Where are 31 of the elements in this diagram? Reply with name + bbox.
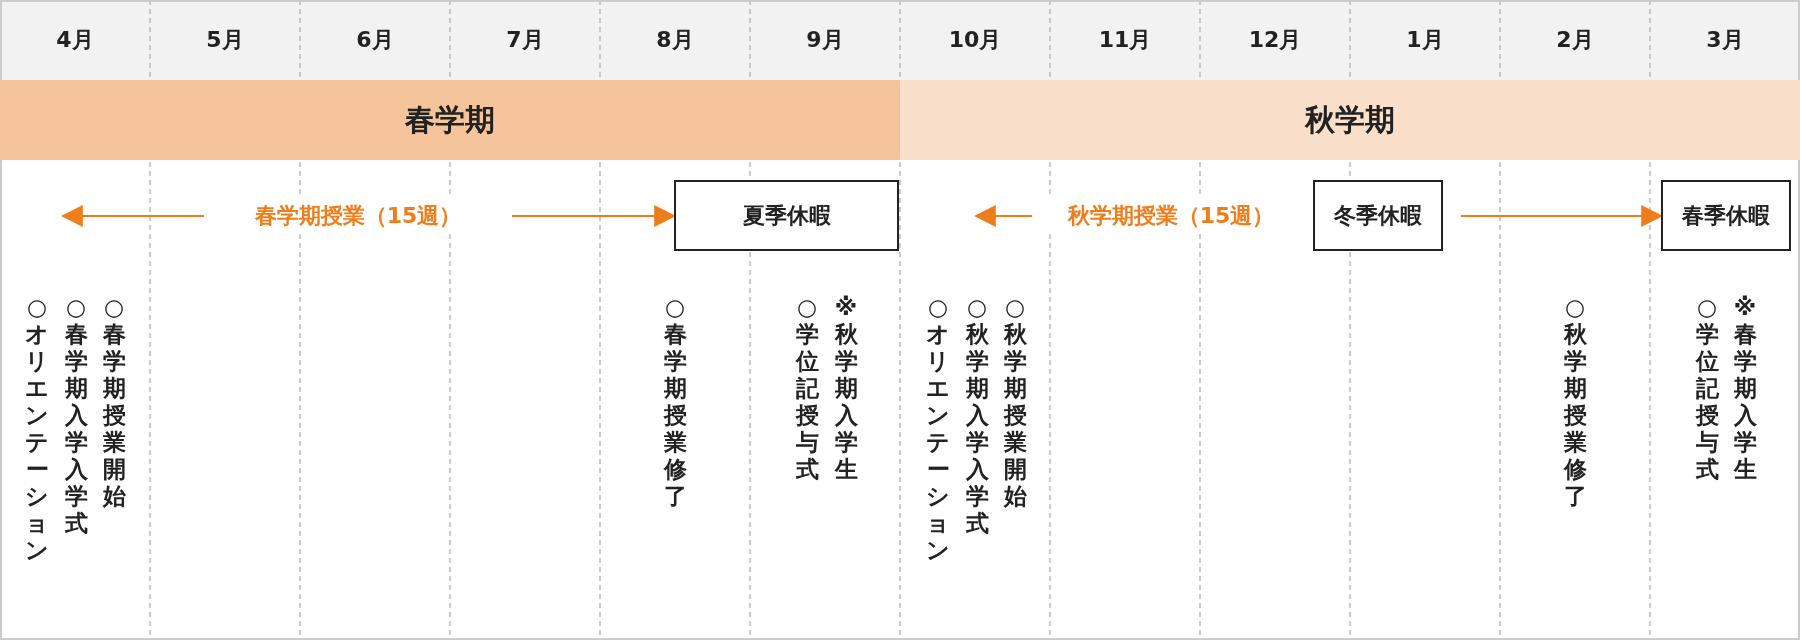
- month-label: 3月: [1705, 26, 1745, 54]
- event-note: ○学位記授与式: [1695, 294, 1719, 483]
- semester-band: 春学期: [0, 80, 900, 160]
- event-note: ○秋学期入学入学式: [965, 294, 989, 537]
- event-note: ○春学期授業修了: [663, 294, 687, 510]
- arrow: [973, 205, 1033, 227]
- event-note: ○秋学期授業開始: [1003, 294, 1027, 510]
- event-note: ○春学期授業開始: [102, 294, 126, 510]
- event-note: ○オリエンテーション: [25, 294, 49, 564]
- event-note: ○秋学期授業修了: [1563, 294, 1587, 510]
- month-label: 4月: [55, 26, 95, 54]
- month-label: 12月: [1247, 26, 1303, 54]
- month-label: 9月: [805, 26, 845, 54]
- month-label: 5月: [205, 26, 245, 54]
- vacation-box: 冬季休暇: [1313, 180, 1443, 251]
- month-label: 2月: [1555, 26, 1595, 54]
- semester-band: 秋学期: [900, 80, 1800, 160]
- vacation-box: 夏季休暇: [674, 180, 899, 251]
- arrow: [60, 205, 205, 227]
- event-note: ○春学期入学入学式: [64, 294, 88, 537]
- event-note: ※秋学期入学生: [834, 294, 858, 483]
- event-note: ○オリエンテーション: [926, 294, 950, 564]
- month-label: 10月: [947, 26, 1003, 54]
- vacation-box: 春季休暇: [1661, 180, 1791, 251]
- event-note: ○学位記授与式: [795, 294, 819, 483]
- event-note: ※春学期入学生: [1733, 294, 1757, 483]
- month-label: 11月: [1097, 26, 1153, 54]
- month-label: 8月: [655, 26, 695, 54]
- month-label: 6月: [355, 26, 395, 54]
- month-label: 7月: [505, 26, 545, 54]
- month-label: 1月: [1405, 26, 1445, 54]
